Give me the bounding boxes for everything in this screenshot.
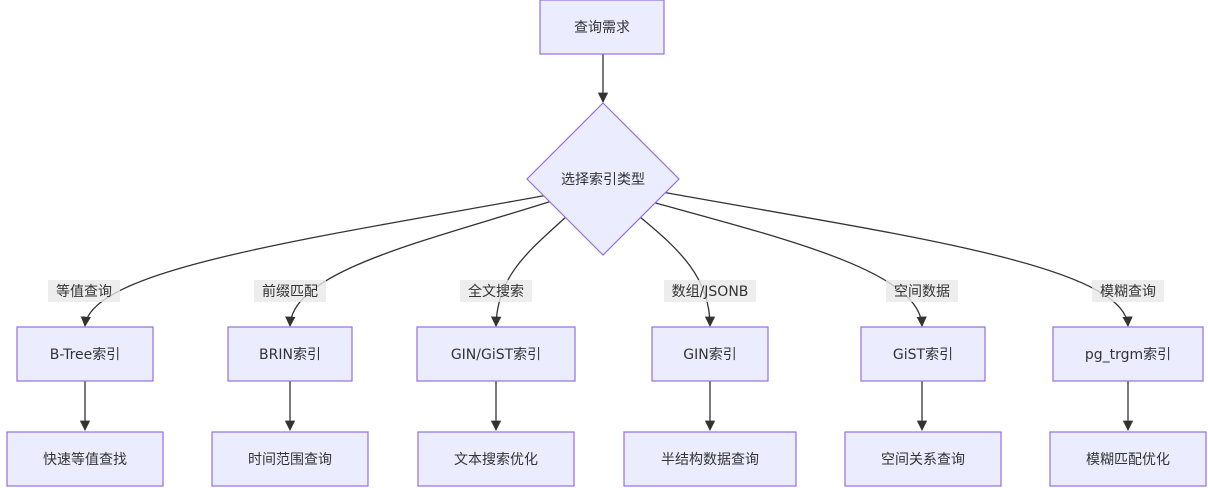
node-spatialrel-box	[844, 431, 1002, 487]
node-textopt-box	[417, 431, 575, 487]
edge-label-bg	[254, 280, 326, 302]
node-gin-box	[651, 326, 769, 382]
edge-choose-to-gist	[651, 201, 927, 328]
node-fasteq-label: 快速等值查找	[43, 451, 127, 468]
edge-label-array-json: 数组/JSONB	[672, 284, 749, 300]
node-textopt-label: 文本搜索优化	[454, 451, 538, 468]
edge-choose-to-trgm	[661, 191, 1133, 328]
node-fuzzyopt-label: 模糊匹配优化	[1086, 452, 1170, 468]
node-gist-box	[860, 326, 986, 382]
edge-label-bg	[460, 280, 532, 302]
node-semistruct-label: 半结构数据查询	[661, 452, 759, 468]
edge-label-bg	[48, 280, 120, 302]
edge-label-bg	[664, 280, 756, 302]
nodes: 查询需求 选择索引类型 B-Tree索引 BRIN索引 GIN/GiST索引 G…	[6, 0, 1207, 487]
node-gingist-box	[416, 326, 576, 382]
node-query-label: 查询需求	[574, 20, 630, 36]
node-fuzzyopt-box	[1049, 431, 1207, 487]
node-brin-box	[227, 326, 353, 382]
edge-label-spatial-data: 空间数据	[894, 284, 950, 300]
node-timerange-label: 时间范围查询	[248, 451, 332, 468]
node-trgm-box	[1052, 326, 1204, 382]
node-choose-label: 选择索引类型	[561, 171, 645, 188]
edge-label-eq-query: 等值查询	[56, 283, 112, 300]
node-gin-label: GIN索引	[683, 346, 736, 363]
node-semistruct-box	[623, 431, 797, 487]
node-brin-label: BRIN索引	[259, 346, 321, 363]
edge-label-fuzzy-query: 模糊查询	[1100, 284, 1156, 300]
edge-choose-to-gin	[639, 216, 716, 328]
edge-label-bg	[1092, 280, 1164, 302]
node-btree-box	[16, 326, 154, 382]
edge-labels: 等值查询 前缀匹配 全文搜索 数组/JSONB 空间数据 模糊查询	[48, 280, 1164, 302]
edge-choose-to-btree	[80, 194, 549, 328]
node-timerange-box	[211, 431, 369, 487]
node-fasteq-box	[6, 431, 164, 487]
edge-label-bg	[886, 280, 958, 302]
edge-choose-to-brin	[285, 199, 556, 328]
node-gingist-label: GIN/GiST索引	[451, 346, 541, 363]
node-spatialrel-label: 空间关系查询	[881, 452, 965, 468]
node-gist-label: GiST索引	[893, 346, 953, 363]
node-trgm-label: pg_trgm索引	[1085, 346, 1171, 363]
edge-label-prefix-match: 前缀匹配	[262, 283, 318, 300]
node-choose-diamond	[526, 102, 680, 256]
node-query-box	[539, 0, 665, 55]
edges	[79, 54, 1134, 432]
edge-choose-to-gingist	[490, 215, 568, 328]
edge-label-fulltext: 全文搜索	[468, 283, 524, 300]
node-btree-label: B-Tree索引	[50, 346, 121, 363]
